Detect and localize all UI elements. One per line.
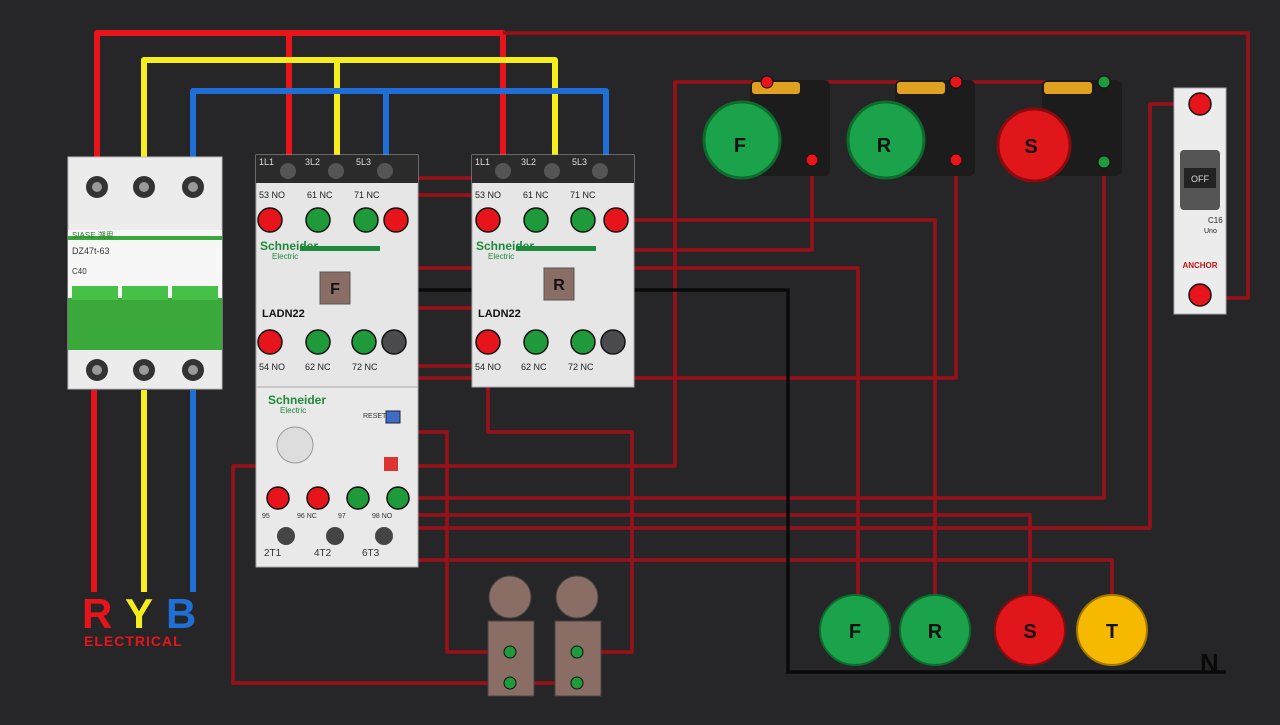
terminals bbox=[257, 207, 629, 510]
contactor-f-brand-sub: Electric bbox=[272, 252, 298, 261]
logo-letter-r: R bbox=[82, 590, 112, 637]
wire-phase-y bbox=[141, 57, 558, 160]
contactor-f-t3: 5L3 bbox=[356, 157, 371, 167]
terminal-f-72[interactable] bbox=[351, 329, 377, 355]
power-wires bbox=[91, 30, 609, 592]
overload-brand: Schneider bbox=[268, 393, 326, 407]
contactor-f-aux-62: 62 NC bbox=[305, 362, 331, 372]
logo-sub: ELECTRICAL bbox=[84, 633, 183, 649]
overload-test-button[interactable] bbox=[384, 457, 398, 471]
push-button-s[interactable]: S bbox=[996, 75, 1122, 183]
breaker-model: DZ47t-63 bbox=[72, 246, 110, 256]
limit-switch-right[interactable] bbox=[554, 575, 602, 697]
push-button-f[interactable]: F bbox=[702, 75, 830, 180]
terminal-r-71[interactable] bbox=[570, 207, 596, 233]
limit-switch-left[interactable] bbox=[487, 575, 535, 697]
push-button-f-label: F bbox=[734, 135, 746, 157]
contactor-f-t1: 1L1 bbox=[259, 157, 274, 167]
control-mcb[interactable]: OFF C16 Uno ANCHOR bbox=[1173, 87, 1227, 315]
contactor-f-aux-61: 61 NC bbox=[307, 190, 333, 200]
terminal-ol-96[interactable] bbox=[306, 486, 330, 510]
pilot-lamp-r-label: R bbox=[928, 621, 943, 643]
control-mcb-state: OFF bbox=[1191, 174, 1209, 184]
breaker-brand: SIASE 溯思 bbox=[72, 230, 114, 240]
overload-output-1: 2T1 bbox=[264, 548, 282, 559]
logo-letter-y: Y bbox=[125, 590, 153, 637]
terminal-f-54[interactable] bbox=[257, 329, 283, 355]
terminal-ol-97[interactable] bbox=[346, 486, 370, 510]
pilot-lamp-t-label: T bbox=[1106, 621, 1118, 643]
contactor-f-aux-53: 53 NO bbox=[259, 190, 285, 200]
overload-reset-label: RESET bbox=[363, 413, 387, 420]
contactor-f-aux-72: 72 NC bbox=[352, 362, 378, 372]
contactor-f-aux-54: 54 NO bbox=[259, 362, 285, 372]
terminal-f-a2[interactable] bbox=[381, 329, 407, 355]
terminal-f-71[interactable] bbox=[353, 207, 379, 233]
contactor-f-tag-box bbox=[319, 271, 351, 305]
contactor-r-tag-box bbox=[543, 267, 575, 301]
overload-contact-97: 97 bbox=[338, 513, 346, 520]
contactor-r-aux-54: 54 NO bbox=[475, 362, 501, 372]
contactor-f-aux-model: LADN22 bbox=[262, 308, 305, 320]
push-button-r-label: R bbox=[877, 135, 892, 157]
pilot-lamp-r: R bbox=[899, 594, 971, 666]
terminal-f-62[interactable] bbox=[305, 329, 331, 355]
neutral-label: N bbox=[1200, 648, 1219, 678]
terminal-r-a1[interactable] bbox=[603, 207, 629, 233]
overload-output-2: 4T2 bbox=[314, 548, 332, 559]
contactor-f-t2: 3L2 bbox=[305, 157, 320, 167]
contactor-r-aux-71: 71 NC bbox=[570, 190, 596, 200]
control-mcb-rating: C16 bbox=[1208, 216, 1223, 225]
contactor-r-aux-53: 53 NO bbox=[475, 190, 501, 200]
logo-letter-b: B bbox=[166, 590, 196, 637]
contactor-r-aux-72: 72 NC bbox=[568, 362, 594, 372]
terminal-ol-98[interactable] bbox=[386, 486, 410, 510]
contactor-r-tag: R bbox=[553, 277, 565, 294]
pilot-lamp-s-label: S bbox=[1023, 621, 1036, 643]
terminal-f-53[interactable] bbox=[257, 207, 283, 233]
contactor-r-t2: 3L2 bbox=[521, 157, 536, 167]
terminal-f-61[interactable] bbox=[305, 207, 331, 233]
contactor-r-brand-sub: Electric bbox=[488, 252, 514, 261]
contactor-r-t3: 5L3 bbox=[572, 157, 587, 167]
contactor-r-aux-model: LADN22 bbox=[478, 308, 521, 320]
terminal-r-72[interactable] bbox=[570, 329, 596, 355]
overload-relay[interactable]: Schneider Electric RESET 95 96 NC 97 98 … bbox=[255, 386, 419, 568]
overload-output-3: 6T3 bbox=[362, 548, 380, 559]
overload-contact-98: 98 NO bbox=[372, 513, 393, 520]
contactor-r-aux-61: 61 NC bbox=[523, 190, 549, 200]
push-button-s-label: S bbox=[1024, 136, 1037, 158]
wire-phase-r bbox=[94, 30, 506, 160]
pilot-lamp-f: F bbox=[819, 594, 891, 666]
pilot-lamp-f-label: F bbox=[849, 621, 861, 643]
breaker-rating: C40 bbox=[72, 267, 87, 276]
contactor-r-t1: 1L1 bbox=[475, 157, 490, 167]
overload-brand-sub: Electric bbox=[280, 406, 306, 415]
terminal-f-a1[interactable] bbox=[383, 207, 409, 233]
terminal-r-61[interactable] bbox=[523, 207, 549, 233]
terminal-ol-95[interactable] bbox=[266, 486, 290, 510]
ryb-logo: R Y B ELECTRICAL bbox=[82, 590, 196, 649]
terminal-r-a2[interactable] bbox=[600, 329, 626, 355]
terminal-r-54[interactable] bbox=[475, 329, 501, 355]
contactor-f-tag: F bbox=[330, 281, 340, 298]
overload-reset-button[interactable] bbox=[385, 410, 401, 424]
overload-contact-95: 95 bbox=[262, 513, 270, 520]
control-mcb-brand: ANCHOR bbox=[1182, 261, 1217, 270]
pilot-lamp-t: T bbox=[1076, 594, 1148, 666]
main-breaker[interactable]: SIASE 溯思 DZ47t-63 C40 bbox=[67, 156, 223, 390]
push-button-r[interactable]: R bbox=[846, 75, 975, 180]
wire-phase-b bbox=[190, 88, 609, 160]
control-mcb-sub: Uno bbox=[1204, 228, 1217, 235]
overload-contact-96: 96 NC bbox=[297, 513, 317, 520]
pilot-lamp-s: S bbox=[994, 594, 1066, 666]
terminal-r-53[interactable] bbox=[475, 207, 501, 233]
terminal-r-62[interactable] bbox=[523, 329, 549, 355]
contactor-r-aux-62: 62 NC bbox=[521, 362, 547, 372]
contactor-f-aux-71: 71 NC bbox=[354, 190, 380, 200]
overload-dial[interactable] bbox=[276, 426, 314, 464]
